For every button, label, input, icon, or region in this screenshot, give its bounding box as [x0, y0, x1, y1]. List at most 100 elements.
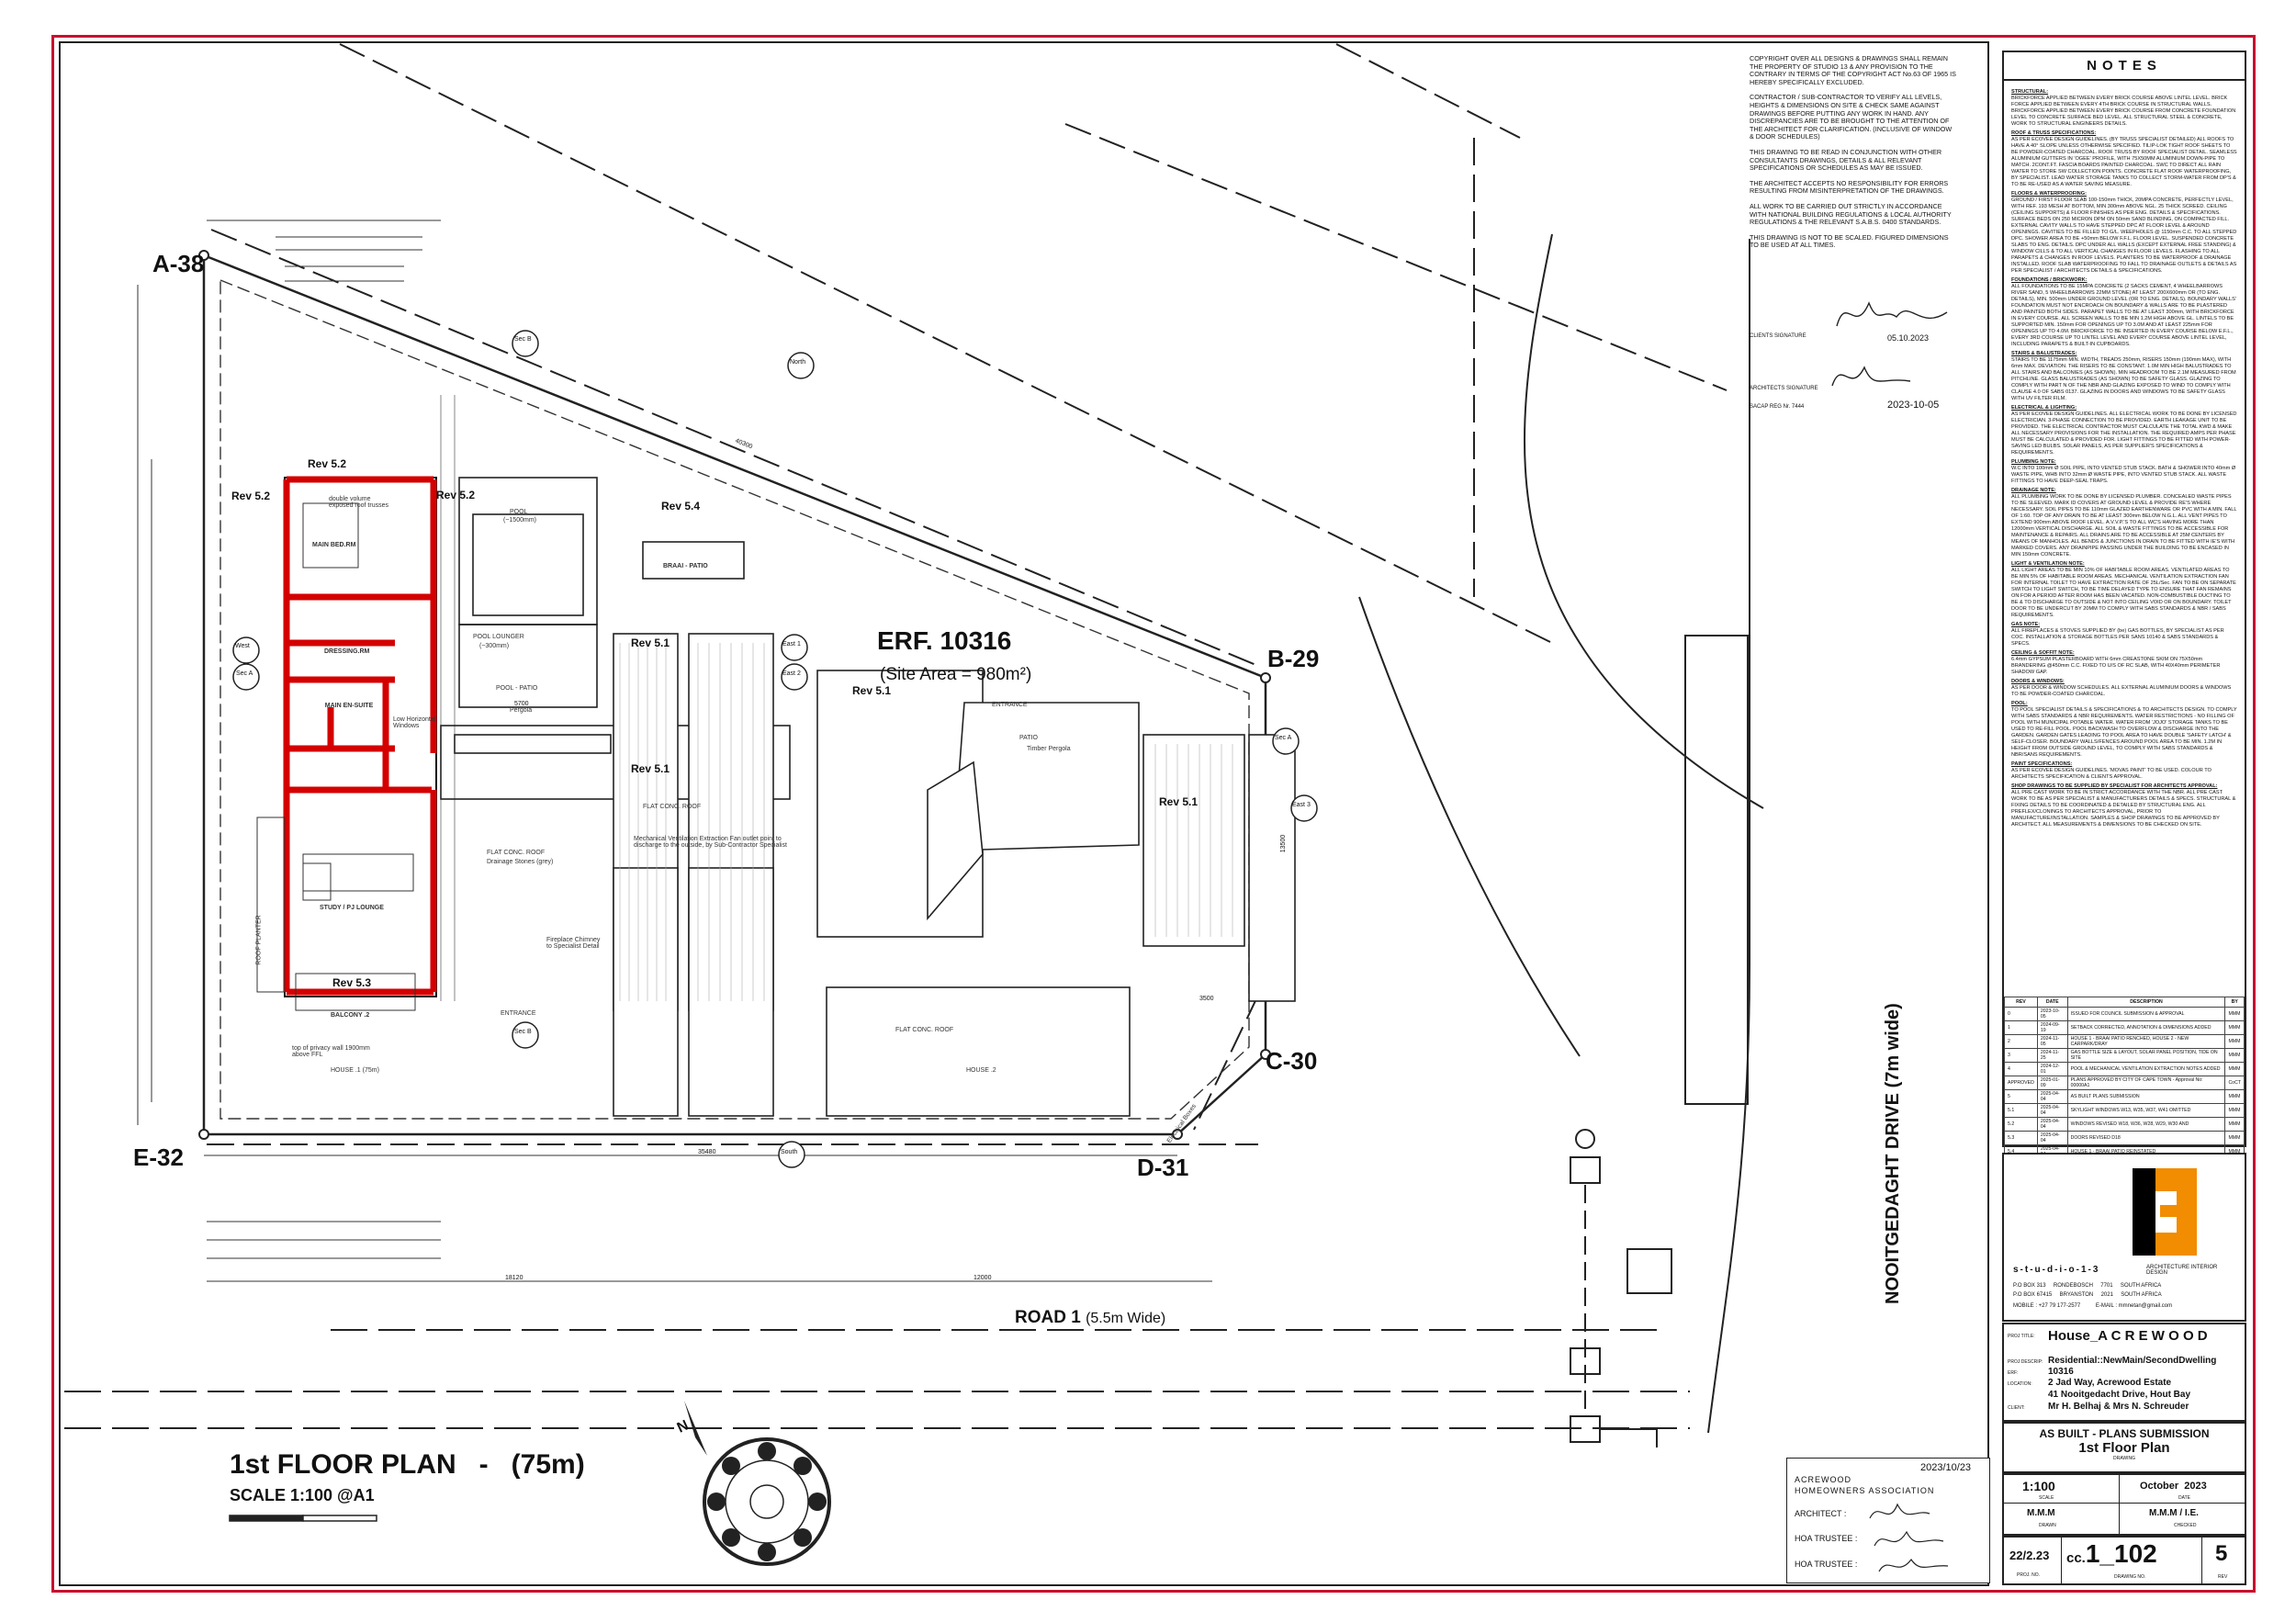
room-timber-pergola: Timber Pergola [1027, 746, 1071, 752]
room-mech-vent: Mechanical Ventilation Extraction Fan ou… [634, 836, 787, 849]
revision-cell: 2023-10-05 [2036, 1007, 2068, 1021]
revision-cell: MMM [2224, 1089, 2245, 1104]
project-title: House_A C R E W O O D [2048, 1328, 2208, 1344]
room-privacy-wall: top of privacy wall 1900mm above FFL [292, 1045, 370, 1058]
room-main-bed: MAIN BED.RM [312, 542, 356, 548]
rev-label-5-1-c: Rev 5.1 [852, 684, 892, 697]
hoa-box: 2023/10/23 ACREWOOD HOMEOWNERS ASSOCIATI… [1786, 1458, 1990, 1583]
date-label: DATE [2178, 1495, 2190, 1501]
revision-cell: 2 [2004, 1034, 2038, 1049]
corner-label-b29: B-29 [1267, 645, 1320, 672]
revision-cell: CoCT [2224, 1076, 2245, 1090]
drawing-label: DRAWING [2113, 1456, 2135, 1461]
room-patio: PATIO [1019, 735, 1038, 741]
drawn-value: M.M.M [2027, 1508, 2055, 1518]
notes-section-body: AS PER ECOVEE DESIGN GUIDELINES. 'MOVAS … [2011, 768, 2212, 780]
revision-cell: 2025-01-09 [2036, 1076, 2068, 1090]
revision-cell: 3 [2004, 1048, 2038, 1063]
project-erf-label: ERF: [2008, 1370, 2019, 1376]
notes-section-body: AS PER DOOR & WINDOW SCHEDULES. ALL EXTE… [2011, 685, 2232, 697]
compass-rose [684, 1401, 831, 1566]
marker-east-3: East 3 [1292, 802, 1311, 808]
drawing-number-block: 22/2.23 PROJ. NO. cc.1_102 DRAWING NO. 5… [2002, 1536, 2246, 1585]
rev-value: 5 [2215, 1541, 2228, 1566]
copyright-p1: COPYRIGHT OVER ALL DESIGNS & DRAWINGS SH… [1750, 54, 1956, 86]
proj-no-label: PROJ. NO. [2017, 1572, 2041, 1578]
notes-section-body: GROUND / FIRST FLOOR SLAB 100-150mm THIC… [2011, 197, 2237, 274]
revision-cell: MMM [2224, 1007, 2245, 1021]
nooitgedacht-drive-label: NOOITGEDAGHT DRIVE (7m wide) [1883, 1003, 1903, 1304]
notes-section-heading: PLUMBING NOTE: [2011, 459, 2056, 465]
project-block: PROJ TITLE: House_A C R E W O O D PROJ D… [2002, 1323, 2246, 1422]
plan-title: 1st FLOOR PLAN - (75m) [230, 1449, 585, 1480]
project-erf: 10316 [2048, 1367, 2074, 1377]
notes-section-heading: LIGHT & VENTILATION NOTE: [2011, 561, 2085, 567]
room-pool-lounger-depth: (~300mm) [479, 643, 510, 649]
revision-cell: APPROVED [2004, 1076, 2038, 1090]
revision-cell: MMM [2224, 1103, 2245, 1118]
hoa-name-1: ACREWOOD [1795, 1475, 1851, 1484]
marker-sec-b-top: Sec B [514, 336, 532, 343]
notes-section-heading: SHOP DRAWINGS TO BE SUPPLIED BY SPECIALI… [2011, 783, 2218, 789]
revision-cell: 2025-04-04 [2036, 1117, 2068, 1132]
submission-type: AS BUILT - PLANS SUBMISSION [2039, 1427, 2210, 1440]
scale-bar [229, 1515, 377, 1522]
revision-cell: DOORS REVISED D18 [2066, 1131, 2226, 1145]
notes-section-heading: STAIRS & BALUSTRADES: [2011, 351, 2077, 356]
revision-cell: MMM [2224, 1034, 2245, 1049]
dim-5700: 5700 [514, 701, 529, 707]
room-flat-roof-1-sub: Drainage Stones (grey) [487, 859, 554, 865]
project-location-2: 41 Nooitgedacht Drive, Hout Bay [2048, 1390, 2191, 1400]
notes-section-heading: GAS NOTE: [2011, 622, 2041, 627]
road-1-label: ROAD 1 (5.5m Wide) [1015, 1308, 1165, 1328]
room-balcony: BALCONY .2 [331, 1012, 370, 1019]
architect-signature-date: 2023-10-05 [1887, 400, 1940, 411]
revision-cell: POOL & MECHANICAL VENTILATION EXTRACTION… [2066, 1062, 2226, 1076]
dim-18120: 18120 [505, 1275, 523, 1281]
revision-table-header: DATE [2036, 997, 2068, 1008]
copyright-block: COPYRIGHT OVER ALL DESIGNS & DRAWINGS SH… [1750, 54, 1956, 257]
studio-logo-icon [2133, 1168, 2197, 1256]
notes-section-body: TO POOL SPECIALIST DETAILS & SPECIFICATI… [2011, 707, 2237, 758]
revision-cell: 5 [2004, 1089, 2038, 1104]
room-entrance-1: ENTRANCE [501, 1010, 536, 1017]
dim-35480: 35480 [698, 1149, 716, 1155]
drawing-name-block: AS BUILT - PLANS SUBMISSION 1st Floor Pl… [2002, 1422, 2246, 1473]
notes-section-body: ALL PLUMBING WORK TO BE DONE BY LICENSED… [2011, 494, 2237, 558]
drawn-label: DRAWN [2039, 1523, 2056, 1528]
room-double-volume: double volume exposed roof trusses [329, 496, 388, 509]
notes-section-body: BRICKFORCE APPLIED BETWEEN EVERY BRICK C… [2011, 96, 2236, 127]
client-signature-label: CLIENTS SIGNATURE [1750, 333, 1806, 339]
signature-block: CLIENTS SIGNATURE 05.10.2023 ARCHITECTS … [1750, 289, 1998, 432]
marker-east-1: East 1 [782, 641, 801, 648]
drawing-number-value: 1_102 [2085, 1539, 2157, 1568]
dim-12000: 12000 [974, 1275, 992, 1281]
revision-cell: 2024-11-05 [2036, 1034, 2068, 1049]
notes-section-heading: STRUCTURAL: [2011, 89, 2049, 95]
dim-13500: 13500 [1280, 834, 1288, 853]
revision-table-header: DESCRIPTION [2066, 997, 2226, 1008]
project-client-label: CLIENT: [2008, 1405, 2025, 1411]
studio-tagline: ARCHITECTURE INTERIOR DESIGN [2146, 1265, 2218, 1276]
room-low-windows: Low Horizontal Windows [393, 716, 436, 729]
marker-sec-b-bottom: Sec B [514, 1029, 532, 1035]
room-pool: POOL [510, 509, 528, 515]
room-flat-roof-1: FLAT CONC. ROOF [487, 850, 546, 856]
rev-label-5-4: Rev 5.4 [661, 500, 701, 513]
revision-cell: 5.2 [2004, 1117, 2038, 1132]
notes-section-heading: DRAINAGE NOTE: [2011, 488, 2056, 493]
notes-section-body: W.C INTO 100mm Ø SOIL PIPE, INTO VENTED … [2011, 466, 2236, 484]
corner-label-e32: E-32 [133, 1143, 184, 1171]
meta-block: 1:100 SCALE October 2023 DATE M.M.M DRAW… [2002, 1473, 2246, 1536]
scale-value: 1:100 [2022, 1479, 2055, 1493]
room-entrance-2: ENTRANCE [992, 702, 1028, 708]
revision-cell: 2024-12-01 [2036, 1062, 2068, 1076]
notes-section-heading: FOUNDATIONS / BRICKWORK: [2011, 277, 2088, 283]
room-braai-patio: BRAAI - PATIO [663, 563, 708, 569]
revision-cell: MMM [2224, 1117, 2245, 1132]
marker-north: North [790, 359, 806, 366]
studio-name: s-t-u-d-i-o-1-3 [2013, 1265, 2100, 1275]
studio-block: s-t-u-d-i-o-1-3 ARCHITECTURE INTERIOR DE… [2002, 1153, 2246, 1322]
